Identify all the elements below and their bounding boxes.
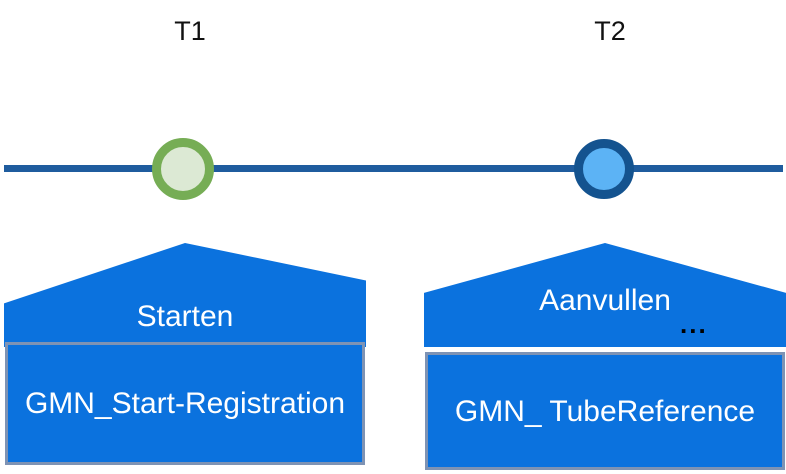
timeline-step-start[interactable]: Starten GMN_Start-Registration xyxy=(4,243,366,471)
timeline-tick-label-t1: T1 xyxy=(174,16,206,46)
step-ellipsis-icon-fill: ... xyxy=(680,309,708,339)
step-object-label-start: GMN_Start-Registration xyxy=(24,387,346,420)
step-action-label-fill: Aanvullen xyxy=(539,284,671,317)
step-action-shape-fill[interactable]: Aanvullen ... xyxy=(424,243,786,347)
step-object-label-fill: GMN_ TubeReference xyxy=(454,394,756,428)
step-object-box-fill[interactable]: GMN_ TubeReference xyxy=(425,352,785,470)
step-object-box-start[interactable]: GMN_Start-Registration xyxy=(5,342,365,465)
step-action-shape-start[interactable]: Starten xyxy=(4,243,366,347)
timeline-event-marker-t2[interactable] xyxy=(574,139,634,199)
step-action-label-start: Starten xyxy=(136,300,234,333)
timeline-event-marker-t1[interactable] xyxy=(152,138,214,200)
timeline-axis xyxy=(4,165,783,172)
timeline-tick-label-t2: T2 xyxy=(594,16,626,46)
timeline-step-fill[interactable]: Aanvullen ... GMN_ TubeReference xyxy=(424,243,786,471)
